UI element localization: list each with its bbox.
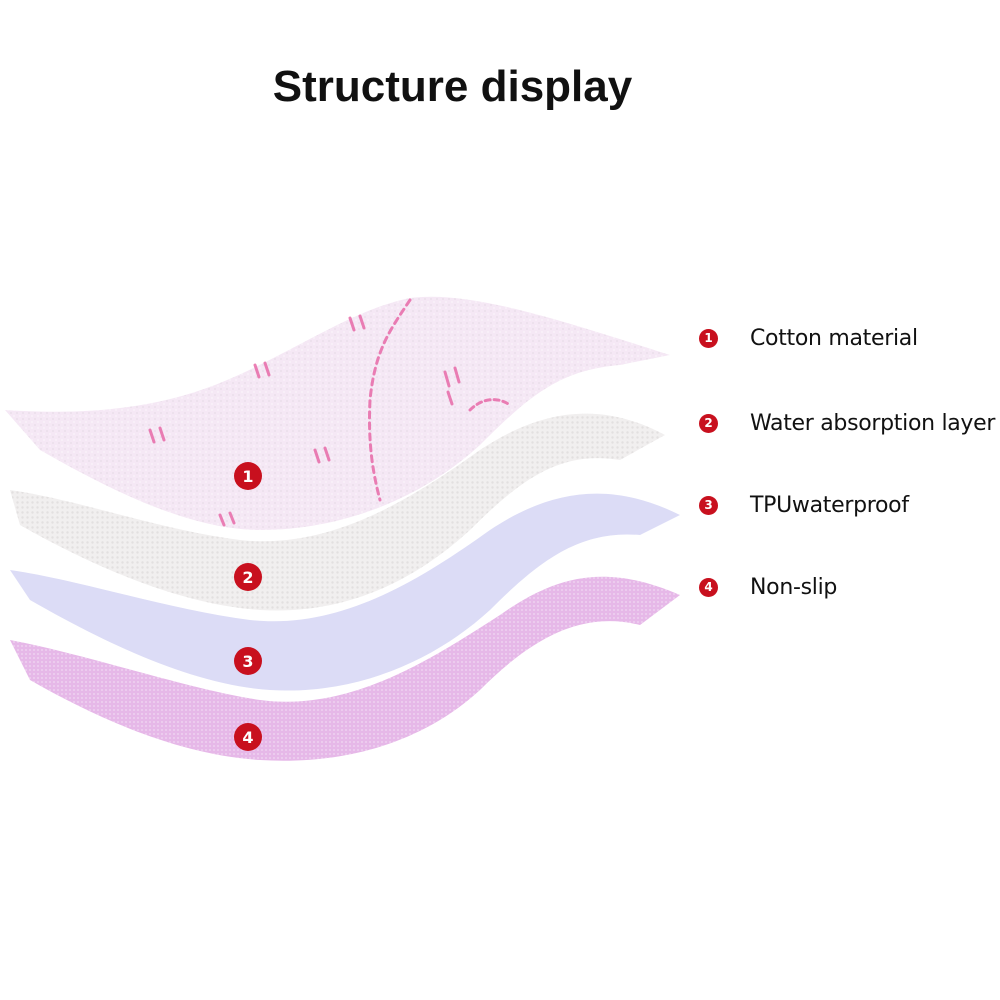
legend-item-non-slip: 4 Non-slip <box>699 567 837 607</box>
layer-4-non-slip <box>10 576 680 761</box>
svg-text:1: 1 <box>242 467 253 486</box>
legend-item-water-absorption: 2 Water absorption layer <box>699 403 995 443</box>
svg-text:2: 2 <box>242 568 253 587</box>
layer-3-tpu-waterproof <box>10 493 680 691</box>
legend-badge-4: 4 <box>699 577 718 597</box>
layer-3-sheet <box>10 493 680 691</box>
legend-label-non-slip: Non-slip <box>750 574 838 600</box>
layer-1-badge: 1 <box>234 462 262 490</box>
layer-1-cotton <box>5 296 670 530</box>
legend-badge-2: 2 <box>699 413 718 433</box>
layer-2-water-absorption <box>10 413 665 611</box>
legend-badge-3: 3 <box>699 495 718 515</box>
legend-item-cotton: 1 Cotton material <box>699 318 918 358</box>
layer-4-badge: 4 <box>234 723 262 751</box>
legend-badge-1: 1 <box>699 328 718 348</box>
layer-badges: 1 2 3 4 <box>234 462 262 751</box>
legend-label-tpu-waterproof: TPUwaterproof <box>750 492 909 518</box>
diagram-title: Structure display <box>272 62 633 111</box>
layer-3-badge: 3 <box>234 647 262 675</box>
legend-label-cotton: Cotton material <box>750 325 918 351</box>
legend-item-tpu-waterproof: 3 TPUwaterproof <box>699 485 909 525</box>
svg-text:4: 4 <box>242 728 253 747</box>
cotton-print-pattern <box>148 298 512 527</box>
svg-text:3: 3 <box>242 652 253 671</box>
layer-2-badge: 2 <box>234 563 262 591</box>
legend-label-water-absorption: Water absorption layer <box>750 410 996 436</box>
